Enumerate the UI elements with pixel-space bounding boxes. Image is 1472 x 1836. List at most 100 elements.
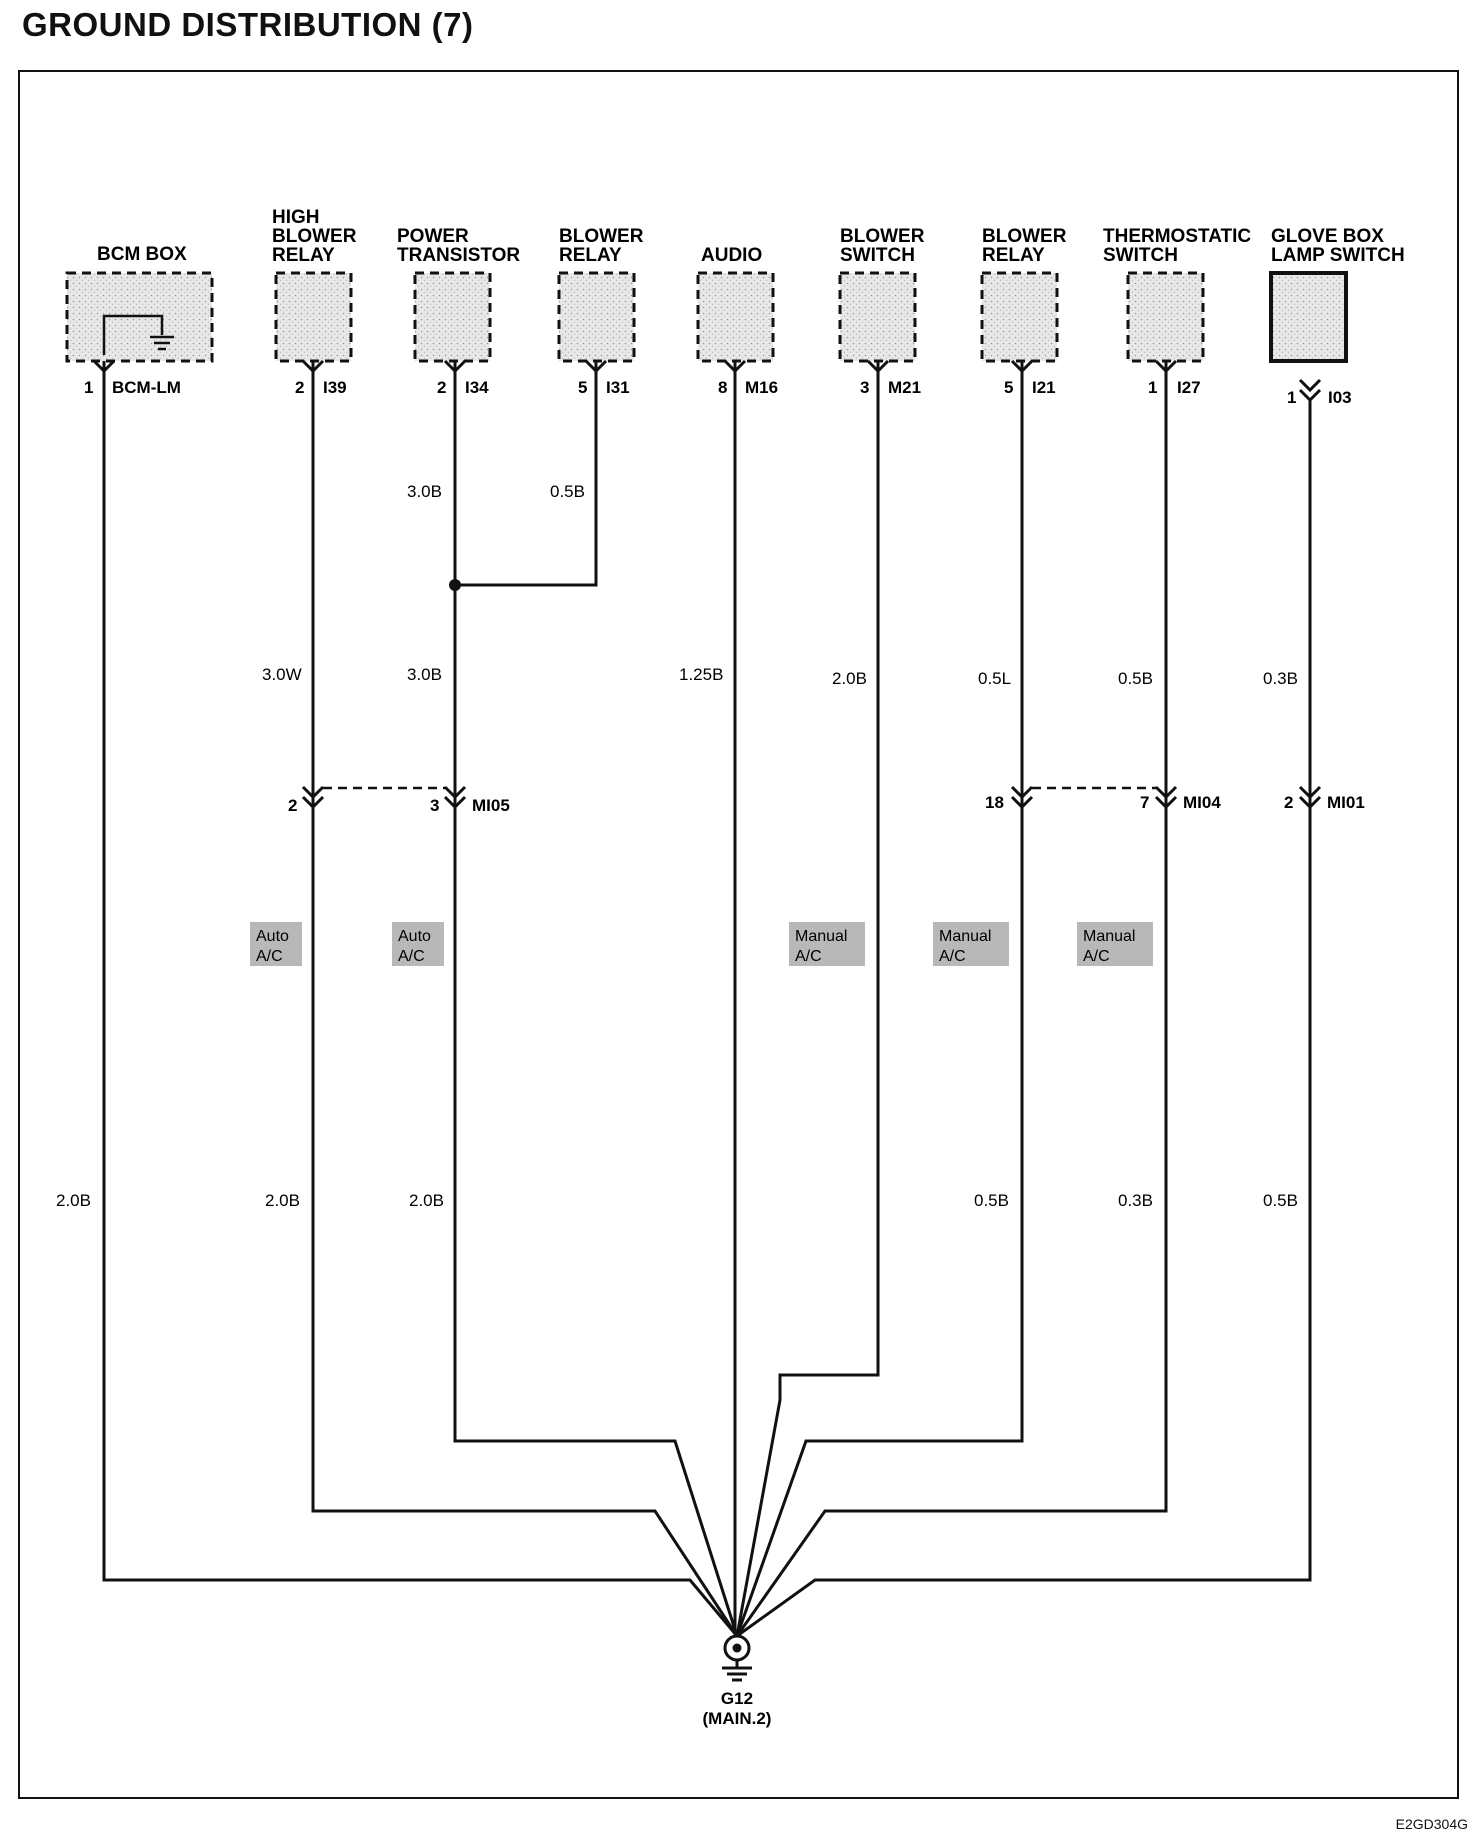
wire-label-power-transistor-lower: 2.0B <box>409 1191 444 1210</box>
component-name-high-blower-relay-2: BLOWER <box>272 226 357 247</box>
pin-blower-relay-a: 5 <box>578 378 587 397</box>
wire-bcm <box>102 361 739 1637</box>
component-name-bcm-box: BCM BOX <box>97 244 187 265</box>
component-name-thermostatic-switch-1: THERMOSTATIC <box>1103 226 1251 247</box>
note-auto-ac-1: Auto A/C <box>250 922 302 966</box>
wire-glove-box-lamp-switch <box>736 400 1312 1638</box>
diagram-frame <box>18 70 1459 1799</box>
inline-pin-mi04-left: 18 <box>985 793 1004 812</box>
svg-text:A/C: A/C <box>1083 948 1110 965</box>
inline-chevron-mi01-b <box>1298 795 1322 810</box>
wire-power-transistor <box>453 361 739 1637</box>
component-glove-box-lamp-switch <box>1269 271 1348 363</box>
wire-label-thermostatic-lower: 0.3B <box>1118 1191 1153 1210</box>
pin-glove-box: 1 <box>1287 388 1296 407</box>
wire-label-blower-relay-b-upper: 0.5L <box>978 669 1011 688</box>
component-thermostatic-switch <box>1126 271 1205 363</box>
page-title: GROUND DISTRIBUTION (7) <box>22 6 474 43</box>
wire-label-power-transistor-mid: 3.0B <box>407 665 442 684</box>
wire-label-glove-box-upper: 0.3B <box>1263 669 1298 688</box>
component-power-transistor <box>413 271 492 363</box>
component-name-glove-box-1: GLOVE BOX <box>1271 226 1384 247</box>
inline-chevron-mi04-pin7-b <box>1154 795 1178 810</box>
svg-text:A/C: A/C <box>398 948 425 965</box>
component-name-blower-switch-2: SWITCH <box>840 245 915 266</box>
component-name-blower-relay-b-1: BLOWER <box>982 226 1067 247</box>
component-blower-relay-a <box>557 271 636 363</box>
pin-power-transistor: 2 <box>437 378 446 397</box>
ground-g12-icon <box>722 1634 752 1682</box>
document-code: E2GD304G <box>1395 1816 1468 1832</box>
ground-name: G12 <box>721 1689 753 1708</box>
svg-text:Manual: Manual <box>1083 928 1135 945</box>
inline-chevron-mi01-a <box>1298 785 1322 800</box>
connector-m21: M21 <box>888 378 921 397</box>
wire-label-high-blower-lower: 2.0B <box>265 1191 300 1210</box>
pin-blower-switch: 3 <box>860 378 869 397</box>
wire-label-blower-relay-a: 0.5B <box>550 482 585 501</box>
inline-pin-mi05-right: 3 <box>430 796 439 815</box>
ground-symbol-icon <box>150 335 174 351</box>
ground-location: (MAIN.2) <box>703 1709 772 1728</box>
connector-bcm-lm: BCM-LM <box>112 378 181 397</box>
connector-i31: I31 <box>606 378 630 397</box>
inline-pin-mi04-right: 7 <box>1140 793 1149 812</box>
note-manual-ac-1: Manual A/C <box>789 922 865 966</box>
pin-blower-relay-b: 5 <box>1004 378 1013 397</box>
inline-chevron-mi05-pin3-b <box>443 795 467 810</box>
wire-blower-relay-a <box>455 361 598 587</box>
svg-text:Manual: Manual <box>939 928 991 945</box>
inline-chevron-mi05-pin3-a <box>443 785 467 800</box>
svg-text:Auto: Auto <box>256 928 289 945</box>
connector-i21: I21 <box>1032 378 1056 397</box>
splice-point <box>449 579 461 591</box>
component-name-blower-relay-a-1: BLOWER <box>559 226 644 247</box>
component-name-blower-switch-1: BLOWER <box>840 226 925 247</box>
connector-i34: I34 <box>465 378 489 397</box>
note-manual-ac-3: Manual A/C <box>1077 922 1153 966</box>
inline-chevron-mi04-pin18-a <box>1010 785 1034 800</box>
note-manual-ac-2: Manual A/C <box>933 922 1009 966</box>
pin-bcm: 1 <box>84 378 93 397</box>
component-name-high-blower-relay-3: RELAY <box>272 245 335 266</box>
component-name-power-transistor-1: POWER <box>397 226 469 247</box>
component-high-blower-relay <box>274 271 353 363</box>
wire-label-high-blower-upper: 3.0W <box>262 665 302 684</box>
component-blower-relay-b <box>980 271 1059 363</box>
inline-chevron-mi04-pin7-a <box>1154 785 1178 800</box>
component-name-audio: AUDIO <box>701 245 762 266</box>
component-name-blower-relay-a-2: RELAY <box>559 245 622 266</box>
inline-chevron-mi05-pin2-b <box>301 795 325 810</box>
inline-pin-mi05-left: 2 <box>288 796 297 815</box>
wire-label-thermostatic-upper: 0.5B <box>1118 669 1153 688</box>
component-name-high-blower-relay-1: HIGH <box>272 207 320 228</box>
component-name-blower-relay-b-2: RELAY <box>982 245 1045 266</box>
pin-high-blower-relay: 2 <box>295 378 304 397</box>
connector-i03: I03 <box>1328 388 1352 407</box>
component-name-power-transistor-2: TRANSISTOR <box>397 245 520 266</box>
pin-audio: 8 <box>718 378 727 397</box>
svg-text:A/C: A/C <box>256 948 283 965</box>
svg-text:Manual: Manual <box>795 928 847 945</box>
component-blower-switch <box>838 271 917 363</box>
svg-text:A/C: A/C <box>939 948 966 965</box>
svg-text:Auto: Auto <box>398 928 431 945</box>
connector-i39: I39 <box>323 378 347 397</box>
wire-label-glove-box-lower: 0.5B <box>1263 1191 1298 1210</box>
wire-label-blower-relay-b-lower: 0.5B <box>974 1191 1009 1210</box>
svg-text:A/C: A/C <box>795 948 822 965</box>
wire-label-power-transistor-upper: 3.0B <box>407 482 442 501</box>
wire-thermostatic-switch <box>735 361 1168 1637</box>
wire-label-bcm: 2.0B <box>56 1191 91 1210</box>
component-name-glove-box-2: LAMP SWITCH <box>1271 245 1405 266</box>
inline-pin-mi01: 2 <box>1284 793 1293 812</box>
component-name-thermostatic-switch-2: SWITCH <box>1103 245 1178 266</box>
wire-label-audio: 1.25B <box>679 665 723 684</box>
connector-m16: M16 <box>745 378 778 397</box>
pin-thermostatic-switch: 1 <box>1148 378 1157 397</box>
inline-chevron-mi05-pin2-a <box>301 785 325 800</box>
wire-blower-relay-b <box>735 361 1024 1637</box>
component-bcm-box <box>65 271 214 363</box>
note-auto-ac-2: Auto A/C <box>392 922 444 966</box>
